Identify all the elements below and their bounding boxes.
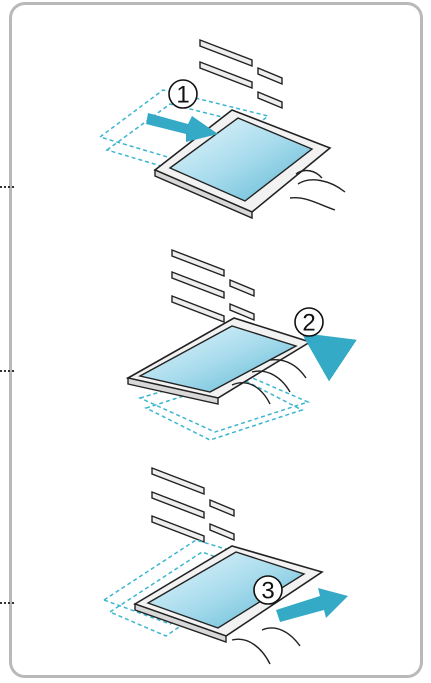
- step-3-rails: [152, 468, 234, 542]
- step-3-illustration: 3: [104, 468, 348, 664]
- step-3-number: 3: [261, 578, 274, 605]
- step-1-rails: [200, 40, 282, 108]
- step-1-badge: 1: [169, 80, 197, 109]
- step-1-number: 1: [176, 82, 189, 109]
- step-3-tray: [135, 546, 322, 642]
- step-2-rails: [172, 250, 254, 322]
- step-1-illustration: 1: [100, 40, 345, 218]
- step-2-illustration: 2: [128, 250, 325, 440]
- step-2-badge: 2: [295, 308, 323, 337]
- step-3-hand: [232, 628, 300, 664]
- step-2-arrow: [318, 344, 325, 362]
- step-1-hand: [290, 171, 345, 210]
- step-3-badge: 3: [254, 576, 282, 605]
- step-2-number: 2: [302, 310, 315, 337]
